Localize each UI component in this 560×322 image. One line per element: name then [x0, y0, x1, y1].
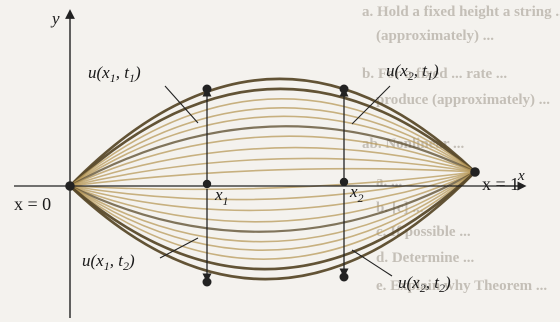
string-curve-10 — [69, 171, 476, 191]
label-u-x1-t2: u(x1, t2) — [82, 251, 135, 273]
point-x1-dot — [202, 179, 212, 189]
u-x1-t2-post: ) — [128, 251, 135, 270]
u-x1-t1-pre: u(x — [88, 63, 110, 82]
string-curve-14 — [69, 171, 476, 233]
point-x2-dot — [339, 177, 349, 187]
string-curve-16 — [69, 171, 476, 251]
labels: x = 0 x = 1 x1 x2 u(x1, t1) u(x2, t1) u(… — [14, 61, 519, 295]
string-curve-12 — [69, 171, 476, 212]
u-x2-t1-post: ) — [432, 61, 439, 80]
string-curve-1 — [69, 87, 476, 187]
u-x2-t1-pre: u(x — [386, 61, 408, 80]
u-x1-t2-mid: , t — [110, 251, 125, 270]
leader-u-x2-t1 — [351, 85, 391, 125]
points — [65, 84, 480, 287]
u-x1-t1-mid: , t — [116, 63, 131, 82]
string-curve-2 — [69, 98, 476, 187]
label-x1: x1 — [214, 185, 229, 208]
u-x2-t2-pre: u(x — [398, 273, 420, 292]
u-x1-t1-post: ) — [134, 63, 141, 82]
string-curve-15 — [69, 171, 476, 243]
string-curve-8 — [69, 157, 476, 187]
string-curve-13 — [69, 171, 476, 223]
bg-line-1: (approximately) ... — [376, 28, 494, 44]
label-u-x2-t2: u(x2, t2) — [398, 273, 451, 295]
bg-line-7: c. If possible ... — [376, 224, 471, 240]
u-x1-t2-sub1: 1 — [104, 259, 110, 273]
u-x2-t1-sub2: 1 — [427, 69, 433, 83]
u-x2-t2-mid: , t — [426, 273, 441, 292]
string-curve-7 — [69, 146, 476, 187]
leader-u-x1-t2 — [159, 237, 199, 259]
label-x-equals-0: x = 0 — [14, 194, 51, 214]
leader-u-x2-t2 — [351, 249, 393, 277]
string-curve-11 — [69, 171, 476, 201]
leader-u-x1-t1 — [164, 85, 199, 124]
u-x1-t2-sub2: 2 — [123, 259, 129, 273]
u-x1-t1-sub2: 1 — [129, 71, 135, 85]
bg-line-2: b. For a fixed ... rate ... — [362, 66, 507, 82]
string-curve-19 — [69, 171, 476, 281]
string-curve-18 — [69, 171, 476, 271]
string-curve-0 — [69, 77, 476, 187]
label-x-equals-1: x = 1 — [482, 174, 519, 194]
endpoint-left-dot — [65, 181, 75, 191]
u-x1-t2-pre: u(x — [82, 251, 104, 270]
label-x2-sub: 2 — [358, 191, 364, 205]
string-curve-3 — [69, 107, 476, 187]
leader-lines — [159, 85, 393, 277]
u-x2-t1-sub1: 2 — [408, 69, 414, 83]
string-curve-9 — [69, 167, 476, 187]
u-x1-t1-sub1: 1 — [110, 71, 116, 85]
displacement-arrows — [202, 87, 349, 283]
bg-line-8: d. Determine ... — [376, 250, 475, 266]
point-u-x1-t1-dot — [202, 84, 212, 94]
string-curve-4 — [69, 115, 476, 187]
label-x1-main: x — [214, 185, 223, 204]
label-x2: x2 — [349, 182, 364, 205]
label-u-x1-t1: u(x1, t1) — [88, 63, 141, 85]
label-x2-main: x — [349, 182, 358, 201]
string-curve-17 — [69, 171, 476, 260]
bg-line-9: e. Explain why Theorem ... — [376, 278, 547, 294]
point-u-x2-t2-dot — [339, 272, 349, 282]
bg-line-3: produce (approximately) ... — [376, 92, 550, 108]
label-u-x2-t1: u(x2, t1) — [386, 61, 439, 83]
string-curves — [69, 77, 476, 281]
u-x2-t2-post: ) — [444, 273, 451, 292]
point-u-x1-t2-dot — [202, 277, 212, 287]
u-x2-t1-mid: , t — [414, 61, 429, 80]
string-curve-5 — [69, 125, 476, 187]
bg-line-0: a. Hold a fixed height a string ... Desc… — [362, 4, 560, 20]
point-u-x2-t1-dot — [339, 84, 349, 94]
x-axis-label: x — [517, 168, 525, 184]
u-x2-t2-sub2: 2 — [439, 281, 445, 295]
background-page-text: a. Hold a fixed height a string ... Desc… — [362, 4, 560, 294]
u-x2-t2-sub1: 2 — [420, 281, 426, 295]
string-curve-6 — [69, 135, 476, 187]
label-x1-sub: 1 — [223, 194, 229, 208]
y-axis-label: y — [50, 9, 60, 28]
endpoint-right-dot — [470, 167, 480, 177]
